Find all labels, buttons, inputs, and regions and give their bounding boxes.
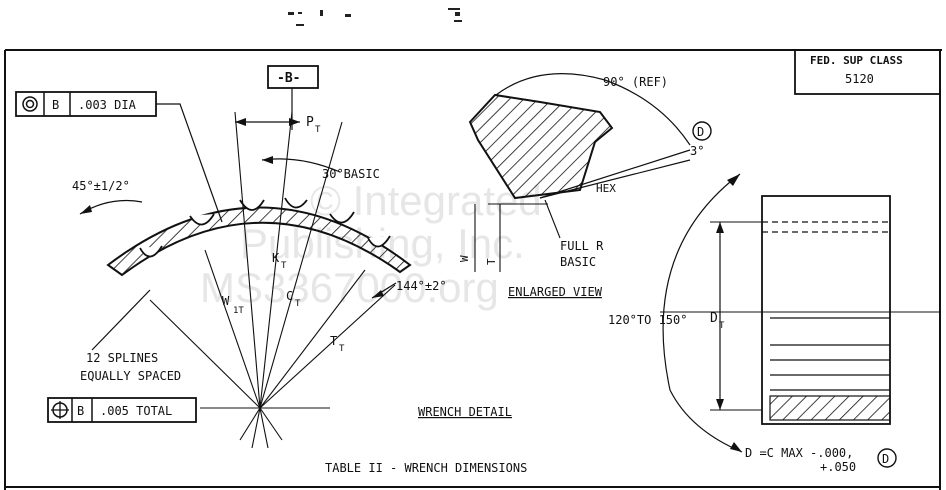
class-value: 5120 [845,72,874,86]
drawing-border [4,49,942,490]
spline-callouts: K T W 1T C T T T [222,251,345,354]
class-heading: FED. SUP CLASS [810,54,903,67]
class-box: FED. SUP CLASS 5120 [794,49,941,95]
splines-note: 12 SPLINES EQUALLY SPACED [80,289,181,383]
full-r-line-2: BASIC [560,255,596,269]
full-r-line-1: FULL R [560,239,604,253]
side-view: D T 120°TO 150° D =C MAX -.000, +.050 D [608,173,940,474]
concentricity-datum: B [52,98,59,112]
position-icon [51,401,69,419]
concentricity-icon [22,96,38,112]
pitch-sub: T [315,125,321,135]
tt-label: T [485,258,498,265]
note-d-icon [692,121,712,141]
note-d-label: D [697,125,704,139]
enlarged-view-label: ENLARGED VIEW [508,285,603,299]
wrench-spline-section [106,197,412,277]
table-title: TABLE II - WRENCH DIMENSIONS [325,461,527,475]
note-d-icon-2 [877,448,897,468]
basic-angle-dimension: 30°BASIC [261,156,380,181]
concentricity-frame: B .003 DIA [15,91,223,223]
pitch-dimension: P T [235,115,321,135]
splines-line-1: 12 SPLINES [86,351,158,365]
w-label: W [222,294,230,308]
ref-angle-label: 90° (REF) [603,75,668,89]
k-sub: T [281,261,287,271]
c-label: C [286,289,293,303]
t-sub: T [339,344,345,354]
formula-label: D =C MAX -.000, [745,446,853,460]
three-deg-label: 3° [690,144,704,158]
scan-specks [288,8,462,26]
hex-label: HEX [596,182,616,195]
datum-tag: -B- [277,71,300,86]
chamfer-dimension: 45°±1/2° [72,179,143,215]
pitch-label: P [306,115,314,130]
concentricity-tolerance: .003 DIA [78,98,137,112]
chamfer-angle-label: 45°±1/2° [72,179,130,193]
dt-label: D [710,311,718,326]
t-label: T [330,334,337,348]
radial-lines [149,111,396,449]
watermark-line-3: MS3367000.org [200,264,499,311]
note-d-label-2: D [882,452,889,466]
wrench-detail-label: WRENCH DETAIL [418,405,512,419]
basic-angle-label: 30°BASIC [322,167,380,181]
position-tolerance: .005 TOTAL [100,404,172,418]
position-datum: B [77,404,84,418]
splines-line-2: EQUALLY SPACED [80,369,181,383]
c-sub: T [295,299,301,309]
angle-range-label: 120°TO 150° [608,313,687,327]
spline-angle-label: 144°±2° [396,279,447,293]
w1t-label: W [458,255,471,262]
formula-plus: +.050 [820,460,856,474]
w-sub: 1T [233,306,244,316]
position-frame: B .005 TOTAL [47,397,197,423]
spline-angle-dimension: 144°±2° [371,279,447,299]
dt-sub: T [719,321,725,331]
enlarged-view: 90° (REF) D 3° HEX W T FULL R BASIC ENLA… [458,73,712,299]
k-label: K [272,251,280,265]
